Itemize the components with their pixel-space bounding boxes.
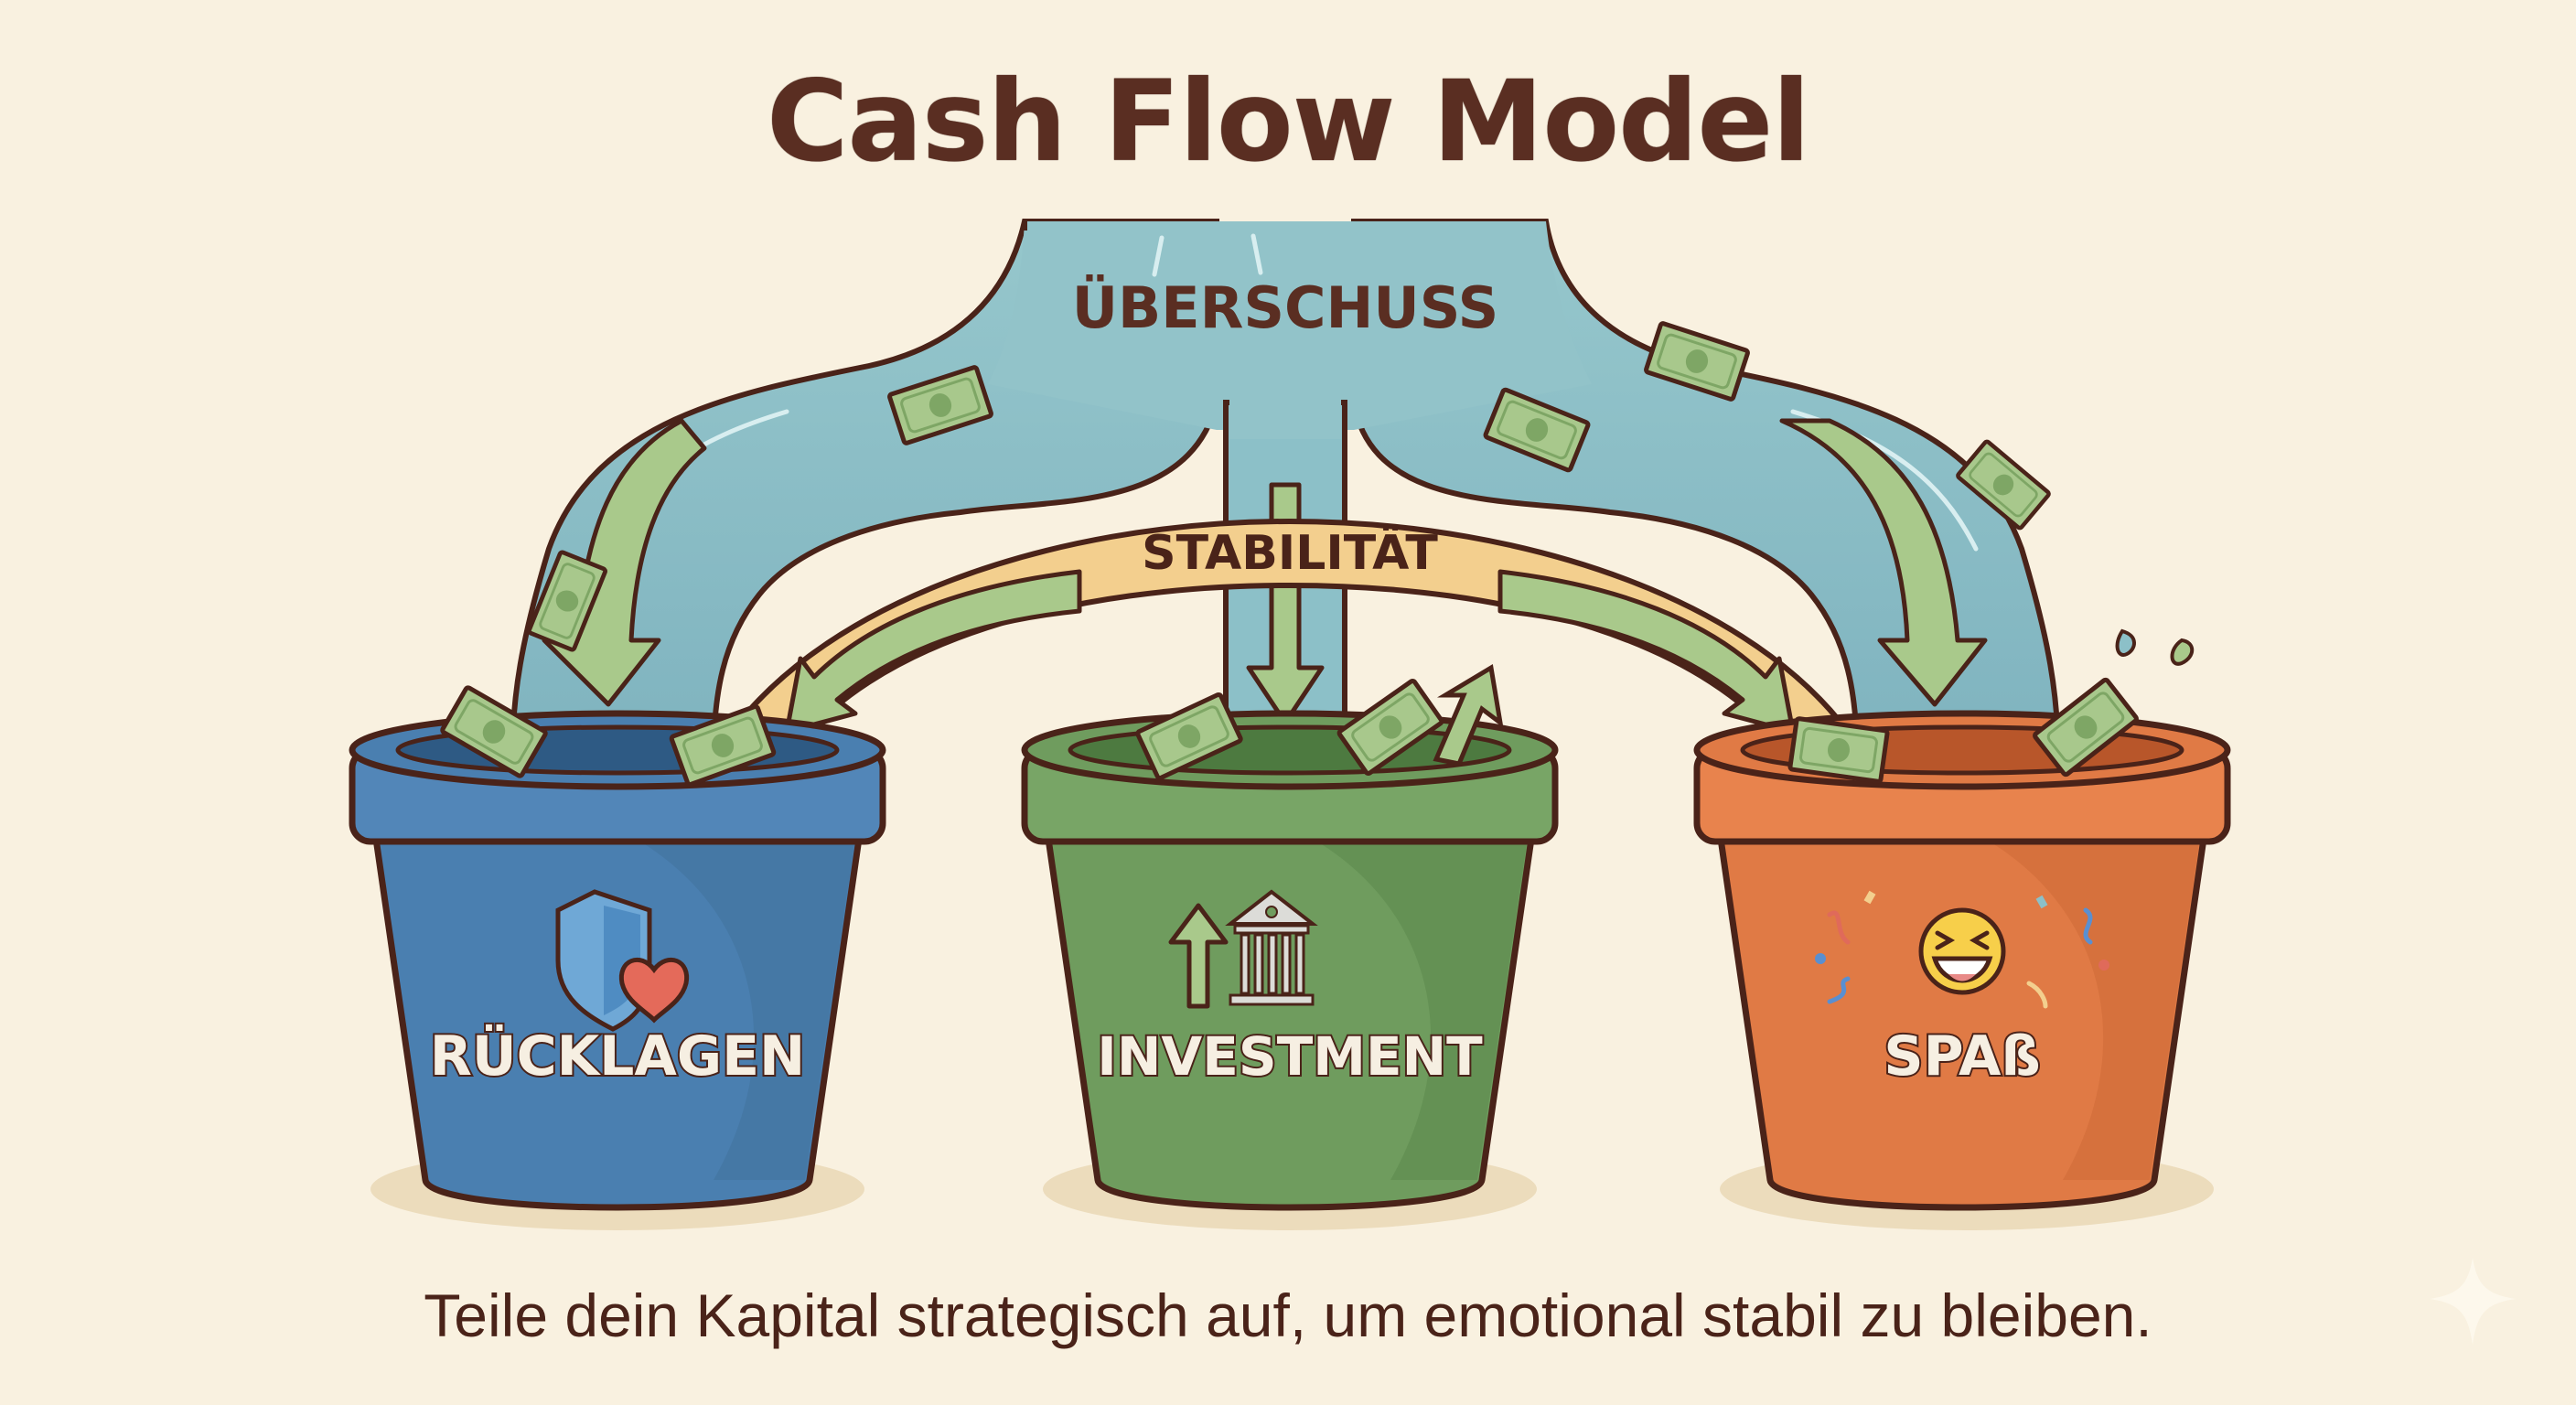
pot-reserves: RÜCKLAGEN bbox=[349, 687, 886, 1211]
caption-text: Teile dein Kapital strategisch auf, um e… bbox=[424, 1282, 2152, 1349]
page-title: Cash Flow Model bbox=[766, 57, 1810, 187]
stability-label: STABILITÄT bbox=[1142, 525, 1438, 581]
pot-label-fun: SPAß bbox=[1884, 1024, 2040, 1089]
flow-arrows bbox=[542, 418, 1988, 725]
surplus-stream bbox=[509, 219, 2062, 789]
pot-fun: SPAß bbox=[1693, 628, 2231, 1211]
pot-label-investment: INVESTMENT bbox=[1097, 1025, 1483, 1088]
shield-heart-icon bbox=[555, 889, 690, 1032]
surplus-label: ÜBERSCHUSS bbox=[1072, 274, 1499, 341]
pot-label-reserves: RÜCKLAGEN bbox=[430, 1024, 806, 1089]
arrow-up-bank-icon bbox=[1168, 889, 1318, 1009]
pot-investment: INVESTMENT bbox=[1021, 663, 1559, 1211]
sparkle-icon bbox=[2430, 1258, 2516, 1345]
laughing-emoji-confetti-icon bbox=[1815, 890, 2109, 1009]
